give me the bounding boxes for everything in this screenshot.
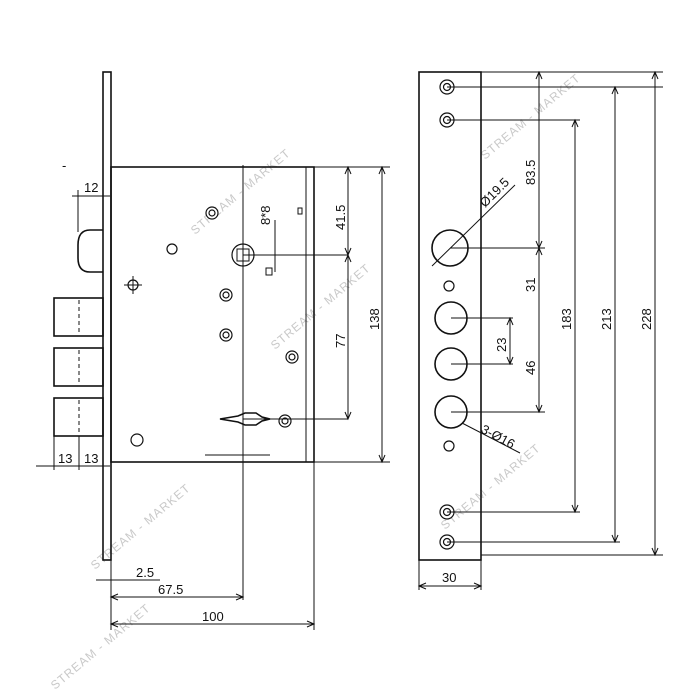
dim-cylinder-to-bolt: 31 bbox=[523, 278, 538, 292]
dim-backset: 67.5 bbox=[158, 582, 183, 597]
spindle bbox=[231, 243, 273, 276]
dim-plate-length: 228 bbox=[639, 308, 654, 330]
dim-spindle-to-key: 77 bbox=[333, 334, 348, 348]
lock-body bbox=[110, 166, 315, 463]
latch-bolt bbox=[77, 229, 103, 273]
dim-bolt-span: 46 bbox=[523, 361, 538, 375]
dim-top-offset: 41.5 bbox=[333, 205, 348, 230]
dim-latch-width: 12 bbox=[84, 180, 98, 195]
faceplate bbox=[102, 71, 112, 561]
plate-screws bbox=[439, 79, 455, 550]
front-view: 83.5 31 23 46 183 213 228 Ø19.5 3-Ø16 30 bbox=[417, 70, 663, 590]
watermark-5: STREAM - MARKET bbox=[438, 441, 543, 533]
watermark-1: STREAM - MARKET bbox=[188, 146, 293, 238]
watermark-2: STREAM - MARKET bbox=[268, 261, 373, 353]
stray-mark: - bbox=[62, 158, 66, 173]
dim-top-to-cylinder: 83.5 bbox=[523, 160, 538, 185]
body-holes bbox=[124, 206, 299, 447]
watermark-4: STREAM - MARKET bbox=[478, 71, 583, 163]
front-plate bbox=[418, 71, 482, 561]
dim-faceplate: 2.5 bbox=[136, 565, 154, 580]
dim-bolt-a: 13 bbox=[58, 451, 72, 466]
dead-bolts bbox=[53, 297, 104, 437]
dim-keyhole: 8*8 bbox=[258, 205, 273, 225]
dim-bolt-b: 13 bbox=[84, 451, 98, 466]
watermarks: STREAM - MARKET STREAM - MARKET STREAM -… bbox=[48, 71, 583, 693]
dim-body-depth: 100 bbox=[202, 609, 224, 624]
dim-inner-screws: 213 bbox=[599, 308, 614, 330]
watermark-6: STREAM - MARKET bbox=[48, 601, 153, 693]
dim-body-height: 138 bbox=[367, 308, 382, 330]
side-view: 41.5 77 138 8*8 12 - 13 13 2.5 67.5 bbox=[36, 71, 390, 630]
dim-screw-spacing: 183 bbox=[559, 308, 574, 330]
dim-plate-width: 30 bbox=[442, 570, 456, 585]
dim-bolt-pitch: 23 bbox=[494, 338, 509, 352]
dim-bolt-dia: 3-Ø16 bbox=[479, 421, 518, 451]
